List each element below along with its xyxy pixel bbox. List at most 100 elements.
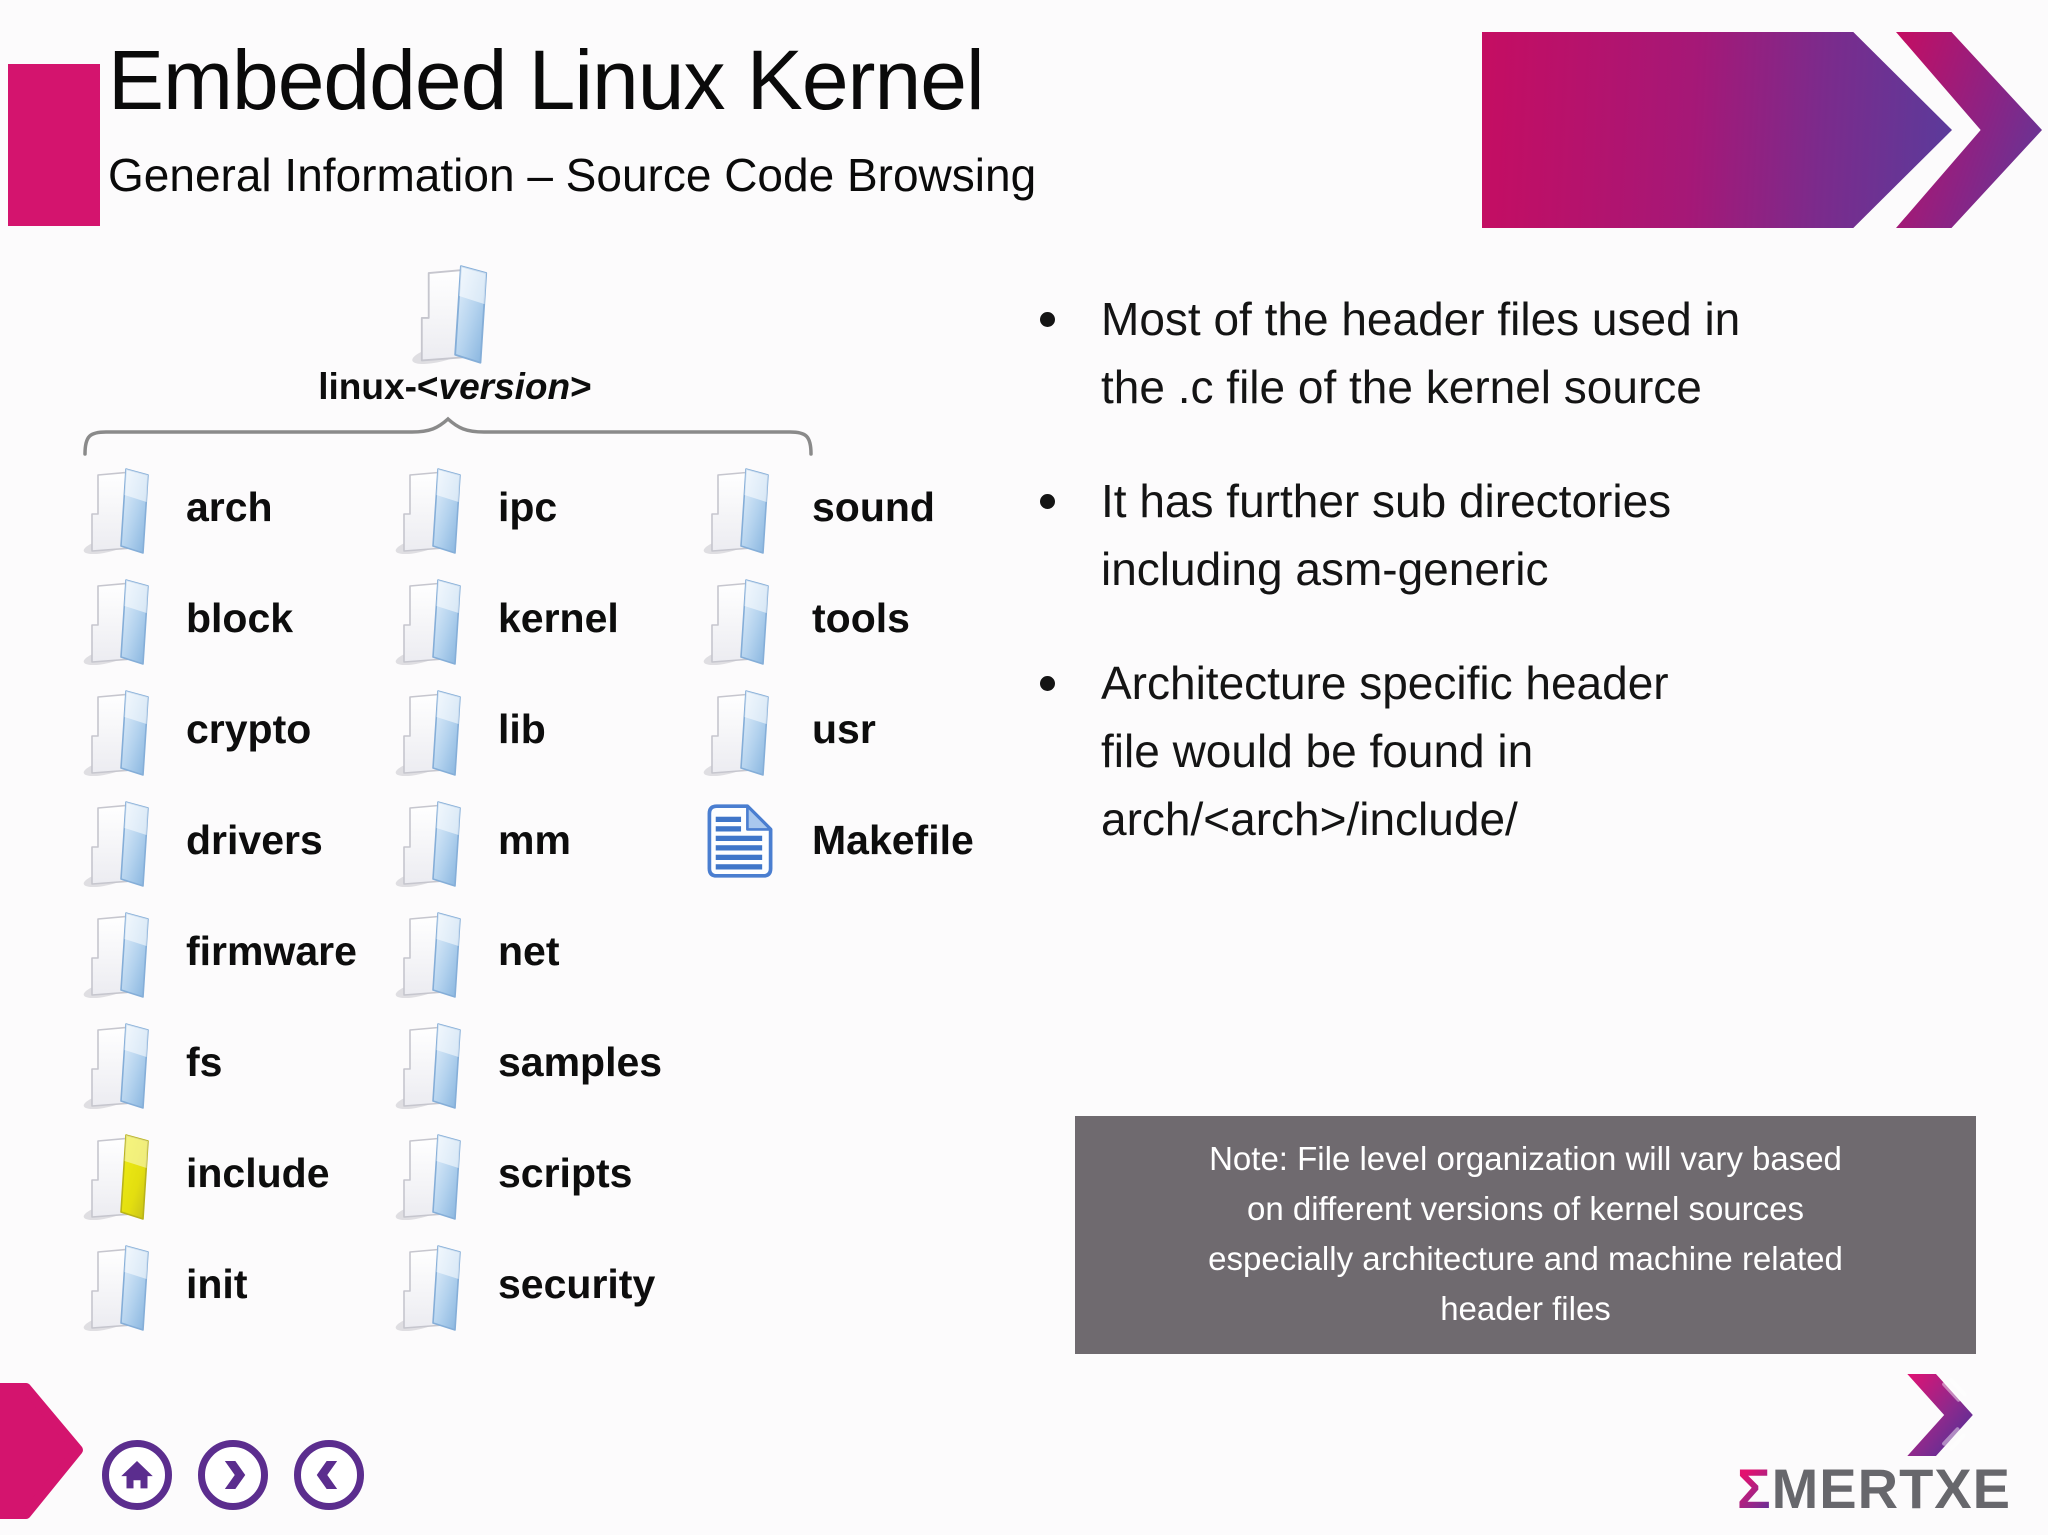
root-label-prefix: linux-<: [318, 366, 439, 407]
slide-nav: [102, 1440, 364, 1510]
folder-label: net: [498, 928, 560, 974]
folder-icon: [80, 906, 160, 998]
folder-label: mm: [498, 817, 571, 863]
folder-icon: [392, 1017, 472, 1109]
folder-icon: [80, 573, 160, 665]
folder-icon: [700, 462, 780, 554]
tree-item-drivers: drivers: [80, 785, 357, 896]
makefile-file-icon: [706, 803, 774, 879]
note-box: Note: File level organization will vary …: [1075, 1116, 1976, 1354]
folder-icon: [80, 1239, 160, 1331]
bullet-text: Architecture specific header file would …: [1101, 649, 1669, 853]
bullet-text: Most of the header files used in the .c …: [1101, 285, 1740, 421]
tree-item-scripts: scripts: [392, 1118, 662, 1229]
bullet-item: Most of the header files used in the .c …: [1040, 285, 1920, 421]
folder-label: scripts: [498, 1150, 633, 1196]
tree-item-makefile: Makefile: [700, 785, 974, 896]
brace-graphic: [83, 416, 813, 456]
folder-label: tools: [812, 595, 910, 641]
tree-item-usr: usr: [700, 674, 974, 785]
note-line: especially architecture and machine rela…: [1208, 1240, 1843, 1277]
folder-label: lib: [498, 706, 546, 752]
folder-label: samples: [498, 1039, 663, 1085]
bullet-line: including asm-generic: [1101, 543, 1549, 595]
tree-item-samples: samples: [392, 1007, 662, 1118]
tree-item-kernel: kernel: [392, 563, 662, 674]
tree-column-1: arch block crypto drivers firmware fs in…: [80, 452, 357, 1340]
folder-label: block: [186, 595, 294, 641]
note-line: on different versions of kernel sources: [1246, 1190, 1805, 1227]
file-label: Makefile: [812, 817, 974, 863]
folder-icon: [700, 573, 780, 665]
folder-icon: [80, 462, 160, 554]
note-line: Note: File level organization will vary …: [1209, 1140, 1842, 1177]
next-button[interactable]: [198, 1440, 268, 1510]
home-icon: [121, 1461, 153, 1489]
bullet-dot: [1040, 494, 1055, 509]
bullet-item: Architecture specific header file would …: [1040, 649, 1920, 853]
logo-wordmark: ΣMERTXE: [1700, 1461, 2048, 1517]
chevron-left-icon: [316, 1461, 338, 1489]
tree-item-mm: mm: [392, 785, 662, 896]
root-folder-icon: [408, 258, 500, 364]
folder-label: fs: [186, 1039, 223, 1085]
folder-label: sound: [812, 484, 935, 530]
yellow-folder-icon: [80, 1128, 160, 1220]
bullet-line: the .c file of the kernel source: [1101, 361, 1702, 413]
page-subtitle: General Information – Source Code Browsi…: [108, 149, 1037, 201]
bullet-line: file would be found in: [1101, 725, 1534, 777]
folder-label: kernel: [498, 595, 619, 641]
root-label-suffix: >: [570, 366, 592, 407]
tree-item-fs: fs: [80, 1007, 357, 1118]
folder-icon: [700, 684, 780, 776]
tree-item-ipc: ipc: [392, 452, 662, 563]
bullet-text: It has further sub directories including…: [1101, 467, 1671, 603]
tree-item-include: include: [80, 1118, 357, 1229]
tree-item-firmware: firmware: [80, 896, 357, 1007]
folder-icon: [392, 906, 472, 998]
folder-label: ipc: [498, 484, 558, 530]
tree-item-net: net: [392, 896, 662, 1007]
bullet-line: arch/<arch>/include/: [1101, 793, 1518, 845]
tree-item-crypto: crypto: [80, 674, 357, 785]
folder-label: include: [186, 1150, 330, 1196]
footer-accent-shape: [0, 1383, 83, 1519]
folder-icon: [392, 573, 472, 665]
home-button[interactable]: [102, 1440, 172, 1510]
bullet-dot: [1040, 676, 1055, 691]
folder-label: init: [186, 1261, 248, 1307]
logo-rest: MERTXE: [1771, 1457, 2011, 1520]
root-label-version: version: [438, 366, 571, 407]
bullet-dot: [1040, 312, 1055, 327]
folder-label: arch: [186, 484, 273, 530]
tree-item-security: security: [392, 1229, 662, 1340]
hero-arrow-graphic: [1482, 32, 1952, 228]
folder-icon: [392, 1239, 472, 1331]
accent-block: [8, 64, 100, 226]
tree-column-2: ipc kernel lib mm net samples scripts se…: [392, 452, 662, 1340]
bullet-item: It has further sub directories including…: [1040, 467, 1920, 603]
folder-label: usr: [812, 706, 876, 752]
tree-item-lib: lib: [392, 674, 662, 785]
folder-label: firmware: [186, 928, 357, 974]
tree-item-arch: arch: [80, 452, 357, 563]
folder-icon: [80, 1017, 160, 1109]
bullet-list: Most of the header files used in the .c …: [1040, 285, 1920, 899]
folder-label: drivers: [186, 817, 323, 863]
bullet-line: Most of the header files used in: [1101, 293, 1741, 345]
folder-label: crypto: [186, 706, 312, 752]
tree-column-3: sound tools usr Makefile: [700, 452, 974, 896]
bullet-line: It has further sub directories: [1101, 475, 1672, 527]
tree-item-sound: sound: [700, 452, 974, 563]
folder-icon: [392, 462, 472, 554]
logo-chevron-icon: [1907, 1374, 1973, 1456]
folder-icon: [80, 684, 160, 776]
folder-icon: [392, 1128, 472, 1220]
bullet-line: Architecture specific header: [1101, 657, 1669, 709]
folder-icon: [392, 684, 472, 776]
logo-sigma: Σ: [1737, 1457, 1772, 1520]
page-title: Embedded Linux Kernel: [108, 33, 985, 127]
folder-icon: [392, 795, 472, 887]
previous-button[interactable]: [294, 1440, 364, 1510]
